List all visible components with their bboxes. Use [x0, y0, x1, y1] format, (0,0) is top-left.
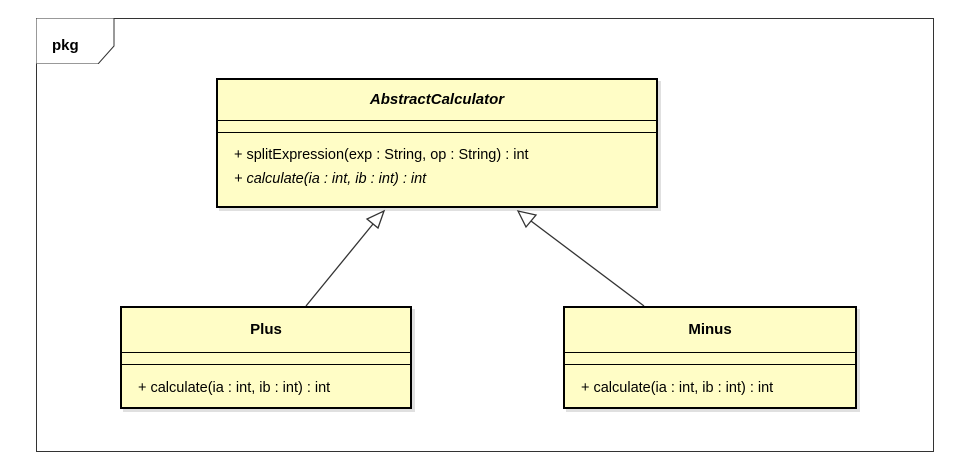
- generalization-minus[interactable]: [516, 210, 645, 307]
- generalization-plus-arrowhead: [365, 209, 386, 230]
- class-name: AbstractCalculator: [369, 91, 505, 108]
- class-minus[interactable]: Minus + calculate(ia : int, ib : int) : …: [563, 306, 857, 409]
- operation-calculate[interactable]: + calculate(ia : int, ib : int) : int: [138, 380, 331, 396]
- generalization-plus-line: [305, 223, 374, 307]
- operations-compartment: + calculate(ia : int, ib : int) : int: [122, 364, 410, 401]
- operation-split-expression[interactable]: + splitExpression(exp : String, op : Str…: [234, 147, 529, 163]
- package-frame: [36, 18, 934, 452]
- generalization-minus-arrowhead: [516, 210, 538, 229]
- operation-calculate-abstract[interactable]: + calculate(ia : int, ib : int) : int: [234, 171, 427, 187]
- generalization-minus-line: [530, 220, 645, 307]
- package-tab-shape: [36, 18, 115, 64]
- class-abstract-calculator[interactable]: AbstractCalculator + splitExpression(exp…: [216, 78, 658, 208]
- operations-compartment: + splitExpression(exp : String, op : Str…: [218, 132, 656, 192]
- attributes-compartment: [218, 120, 656, 132]
- operations-compartment: + calculate(ia : int, ib : int) : int: [565, 364, 855, 401]
- package-tab: [36, 18, 116, 64]
- class-name: Plus: [250, 321, 282, 338]
- attributes-compartment: [122, 352, 410, 364]
- operation-calculate[interactable]: + calculate(ia : int, ib : int) : int: [581, 380, 774, 396]
- package-label: pkg: [52, 37, 79, 54]
- attributes-compartment: [565, 352, 855, 364]
- class-plus[interactable]: Plus + calculate(ia : int, ib : int) : i…: [120, 306, 412, 409]
- generalization-plus[interactable]: [305, 209, 386, 307]
- class-name: Minus: [688, 321, 732, 338]
